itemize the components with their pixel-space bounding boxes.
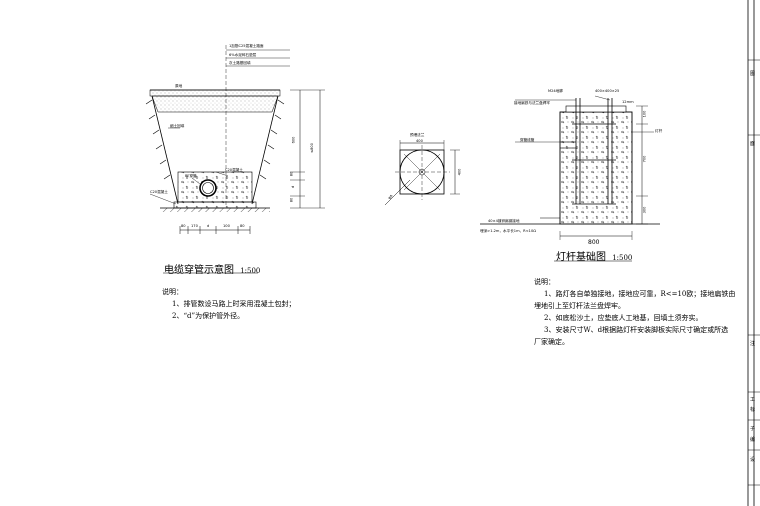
- layer-label-1: 1加筋C25混凝土路面: [229, 44, 264, 48]
- right-note-3: 3、安装尺寸W、d根据路灯杆安装脚板实际尺寸确定或所选: [544, 326, 729, 334]
- right-notes: 说明： 1、路灯各自单独接地，接地应可靠，R<=10欧；接地扁铁由 埋地引上至灯…: [534, 276, 744, 348]
- title-block-frame: [747, 0, 760, 506]
- dim-v-d: d: [291, 185, 296, 189]
- pipe-label: PE穿管: [185, 174, 197, 178]
- trench-section: [145, 45, 325, 274]
- pole-label: 灯杆: [655, 129, 663, 133]
- flange-top-dim: 400: [416, 139, 423, 143]
- grounding-strip-label: 40×4镀锌扁钢接地: [488, 219, 520, 223]
- dim-v-600: 600: [291, 136, 296, 144]
- layer-label-3: 灰土路基回填: [229, 61, 251, 65]
- anchor-label: M24地脚: [548, 89, 563, 93]
- dim-bottom-800: 800: [588, 239, 600, 246]
- right-title: 灯杆基础图 1:500: [556, 248, 632, 263]
- dim-h-d: d: [207, 224, 210, 228]
- dim-h-80a: 80: [181, 224, 186, 228]
- right-notes-heading: 说明：: [534, 278, 555, 286]
- dim-h-170: 170: [191, 224, 198, 228]
- left-notes: 说明： 1、排管数设马路上时采用混凝土包封； 2、“d”为保护管外径。: [162, 286, 362, 322]
- right-note-1b: 埋地引上至灯杆法兰盘焊牢。: [534, 302, 625, 310]
- flange-top-label: 预埋法兰: [410, 133, 425, 137]
- fill-label: 细土回填: [170, 124, 185, 128]
- tb-cell-8: 设: [750, 457, 756, 463]
- tb-cell-6: 子: [750, 426, 756, 432]
- right-note-2: 2、如底松沙土，应垫底人工地基，回填土须夯实。: [544, 314, 703, 322]
- tb-cell-3: 注: [750, 341, 756, 347]
- concrete-label: C20混凝土: [225, 168, 243, 172]
- lamp-foundation-section: [480, 95, 660, 262]
- weld-label: 接地扁铁与法兰盘焊牢: [514, 101, 550, 105]
- dim-v-80a: 80: [289, 171, 294, 177]
- dim-v-100: 100: [642, 110, 647, 118]
- left-note-1: 1、排管数设马路上时采用混凝土包封；: [172, 300, 296, 308]
- right-title-scale: 1:500: [612, 254, 633, 262]
- left-title: 电缆穿管示意图 1:500: [164, 261, 260, 276]
- base-label: C20混凝土: [150, 190, 168, 194]
- dim-h-80b: 80: [240, 224, 245, 228]
- right-note-3b: 厂家确定。: [534, 338, 569, 346]
- conduit-label: 穿管线管: [520, 138, 535, 142]
- tb-cell-4: 工: [750, 397, 756, 403]
- right-note-1: 1、路灯各自单独接地，接地应可靠，R<=10欧；接地扁铁由: [544, 290, 736, 298]
- left-note-2: 2、“d”为保护管外径。: [172, 312, 245, 320]
- dim-v-300: 300: [642, 206, 647, 214]
- ground-note-label: 埋深>1.2m，水平长1m，R<10Ω: [480, 229, 536, 233]
- dim-v-80b: 80: [289, 197, 294, 203]
- tb-cell-2: 面: [750, 141, 756, 147]
- tb-cell-7: 编: [750, 437, 756, 443]
- layer-label-2: 6%水泥碎石垫层: [229, 53, 257, 57]
- left-notes-heading: 说明：: [162, 288, 183, 296]
- flange-plan: [384, 140, 460, 206]
- dim-v-700: 700: [642, 155, 647, 163]
- flange-side-dim: 400: [457, 168, 462, 176]
- tb-cell-1: 图: [750, 71, 756, 77]
- ground-label: 原地: [175, 84, 183, 88]
- left-title-text: 电缆穿管示意图: [164, 265, 234, 276]
- box-label: 400×400×25: [595, 89, 620, 93]
- top-pad-label: 12mm: [622, 100, 634, 104]
- right-title-text: 灯杆基础图: [556, 252, 606, 263]
- tb-cell-5: 标: [750, 407, 756, 413]
- dim-v-800: ≤800: [309, 143, 314, 153]
- left-title-scale: 1:500: [240, 267, 261, 275]
- dim-h-100: 100: [223, 224, 230, 228]
